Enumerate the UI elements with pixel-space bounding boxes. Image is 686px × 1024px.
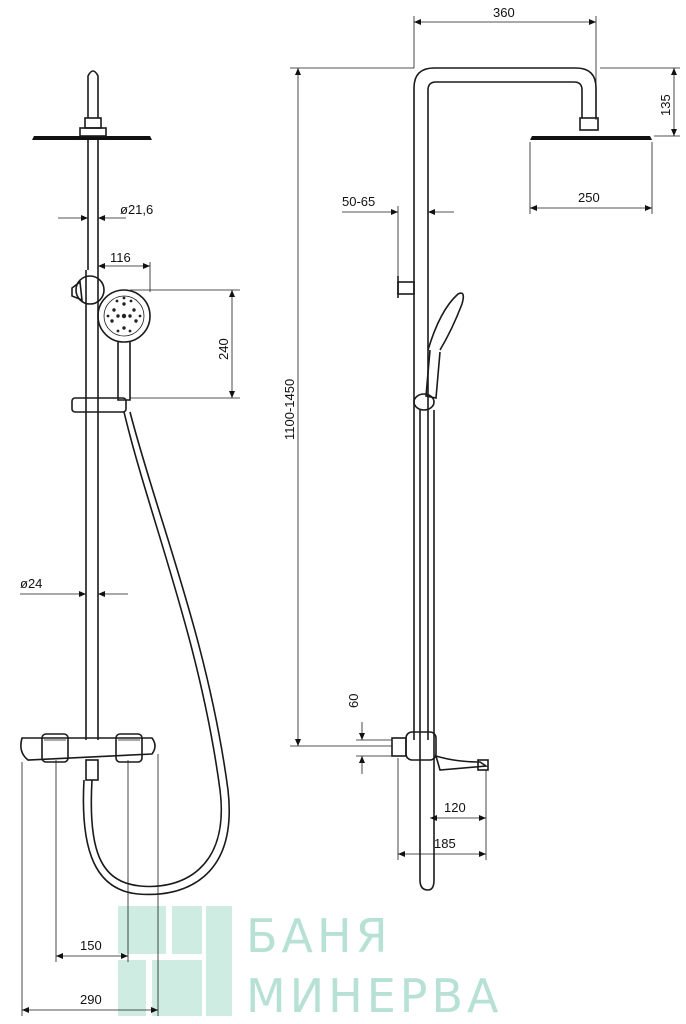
watermark-emblem-icon bbox=[118, 906, 232, 1016]
dim-inlet-height: 60 bbox=[346, 694, 361, 708]
dim-head-diameter: 250 bbox=[578, 190, 600, 205]
watermark-line2: МИНЕРВА bbox=[246, 969, 503, 1023]
front-head-mount bbox=[79, 127, 107, 137]
dim-pipe-diameter-lower: ø24 bbox=[20, 576, 42, 591]
side-riser-arm bbox=[413, 67, 597, 740]
watermark-line1: БАНЯ bbox=[246, 909, 392, 963]
side-spout bbox=[434, 754, 489, 771]
dim-arm-length: 360 bbox=[493, 5, 515, 20]
dim-spout-projection: 185 bbox=[434, 836, 456, 851]
dim-total-height: 1100-1450 bbox=[282, 379, 297, 440]
dim-hand-shower-height: 240 bbox=[216, 338, 231, 360]
front-hose bbox=[90, 411, 223, 888]
front-slider-knob bbox=[75, 275, 105, 305]
side-hose bbox=[419, 410, 435, 891]
dim-spout-reach: 120 bbox=[444, 800, 466, 815]
dim-head-drop: 135 bbox=[658, 94, 673, 116]
side-head-shower bbox=[530, 136, 652, 140]
side-mixer bbox=[391, 731, 489, 771]
front-top-collar bbox=[84, 117, 102, 129]
watermark-logo: БАНЯ МИНЕРВА bbox=[118, 906, 503, 1023]
front-hand-shower bbox=[97, 289, 151, 401]
side-hand-shower bbox=[427, 292, 465, 351]
front-head-shower bbox=[32, 136, 152, 140]
dim-wall-offset: 50-65 bbox=[342, 194, 375, 209]
front-view: ø21,6 116 240 ø24 150 290 bbox=[20, 70, 240, 1016]
dim-pipe-diameter-upper: ø21,6 bbox=[120, 202, 153, 217]
front-top-cap bbox=[87, 70, 99, 118]
dim-mixer-width: 290 bbox=[80, 992, 102, 1007]
front-thermostatic-mixer bbox=[20, 733, 156, 781]
side-slider-knob bbox=[397, 281, 415, 295]
side-head-mount bbox=[579, 117, 599, 131]
dim-inlet-spacing: 150 bbox=[80, 938, 102, 953]
front-mixer-outlet bbox=[85, 759, 99, 781]
side-view: 360 135 250 50-65 1100-1450 60 120 18 bbox=[282, 5, 680, 891]
front-slide-bar-holder bbox=[71, 397, 127, 413]
dim-hand-shower-offset: 116 bbox=[110, 250, 131, 265]
